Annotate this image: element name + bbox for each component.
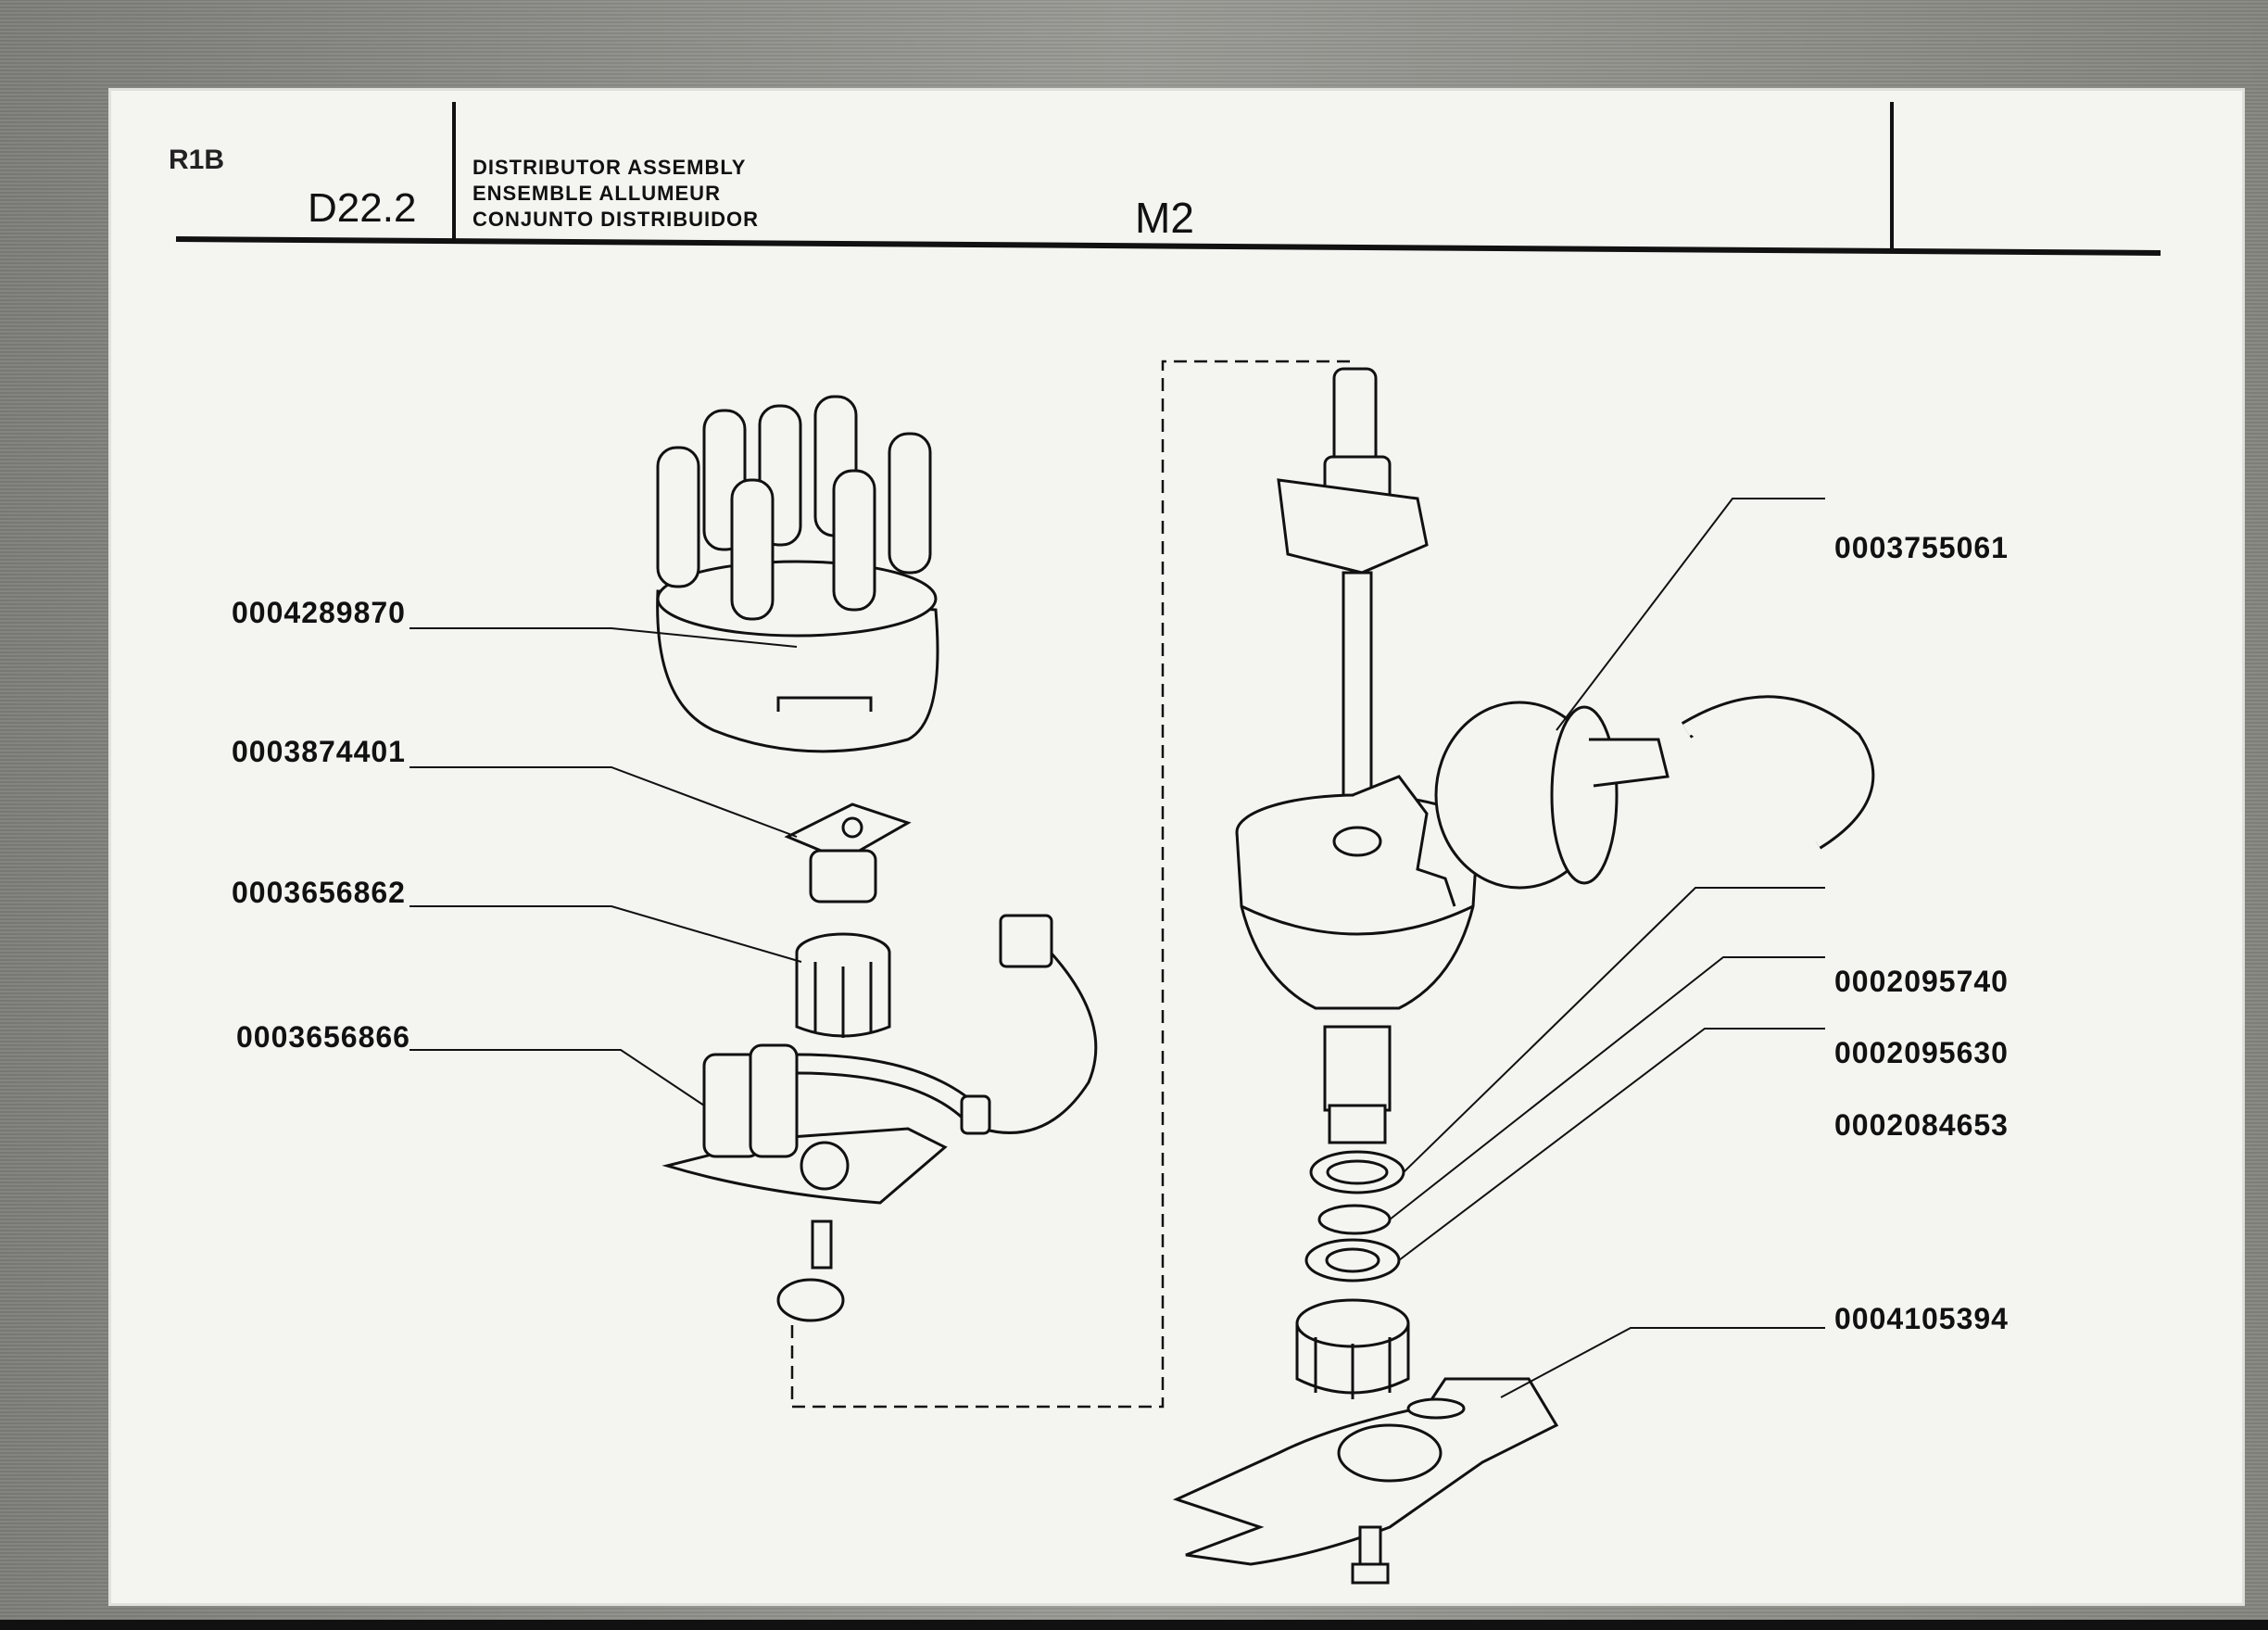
seal-ring-icon: [1309, 1150, 1405, 1194]
leader-line-0002084653: [1398, 1028, 1825, 1261]
leader-line-0003755061: [1556, 498, 1825, 731]
part-number-0003656862: 0003656862: [232, 876, 406, 909]
part-number-0003755061: 0003755061: [1834, 531, 2009, 564]
leader-line-0002095630: [1389, 956, 1825, 1220]
leader-line-0003656866: [410, 1049, 705, 1106]
rotor-icon: [784, 802, 912, 903]
distributor-body-icon: [1235, 367, 1480, 1144]
part-number-0002084653: 0002084653: [1834, 1108, 2009, 1142]
clamp-plate-icon: [1172, 1377, 1559, 1585]
part-number-0004289870: 0004289870: [232, 596, 406, 629]
leader-line-0003656862: [410, 905, 802, 963]
pickup-module-icon: [662, 914, 1098, 1322]
o-ring-icon: [1317, 1204, 1392, 1235]
exploded-diagram: [175, 102, 2161, 1585]
vacuum-advance-icon: [1352, 695, 1875, 907]
parts-catalog-sheet: R1B D22.2 DISTRIBUTOR ASSEMBLY ENSEMBLE …: [111, 91, 2242, 1603]
model-code: R1B: [169, 145, 225, 175]
part-number-0002095630: 0002095630: [1834, 1036, 2009, 1069]
scan-edge: [0, 1620, 2268, 1630]
part-number-0004105394: 0004105394: [1834, 1302, 2009, 1335]
part-number-0002095740: 0002095740: [1834, 965, 2009, 998]
drive-gear-icon: [1295, 1298, 1410, 1399]
page-code: D22.2: [308, 185, 417, 231]
distributor-cap-icon: [656, 395, 939, 753]
leader-line-0004289870: [410, 627, 798, 648]
reluctor-icon: [795, 932, 891, 1038]
title-fr: ENSEMBLE ALLUMEUR: [472, 182, 721, 205]
thrust-washer-icon: [1304, 1238, 1401, 1283]
part-number-0003656866: 0003656866: [236, 1020, 410, 1054]
leader-line-0004105394: [1500, 1327, 1825, 1398]
title-es: CONJUNTO DISTRIBUIDOR: [472, 208, 760, 231]
header-rule: [175, 236, 2161, 256]
leader-line-0002095740: [1403, 887, 1825, 1173]
assembly-guide-line: [790, 360, 1350, 1409]
leader-line-0003874401: [410, 766, 798, 838]
title-en: DISTRIBUTOR ASSEMBLY: [472, 156, 747, 179]
part-number-0003874401: 0003874401: [232, 735, 406, 768]
group-code: M2: [1135, 194, 1194, 242]
